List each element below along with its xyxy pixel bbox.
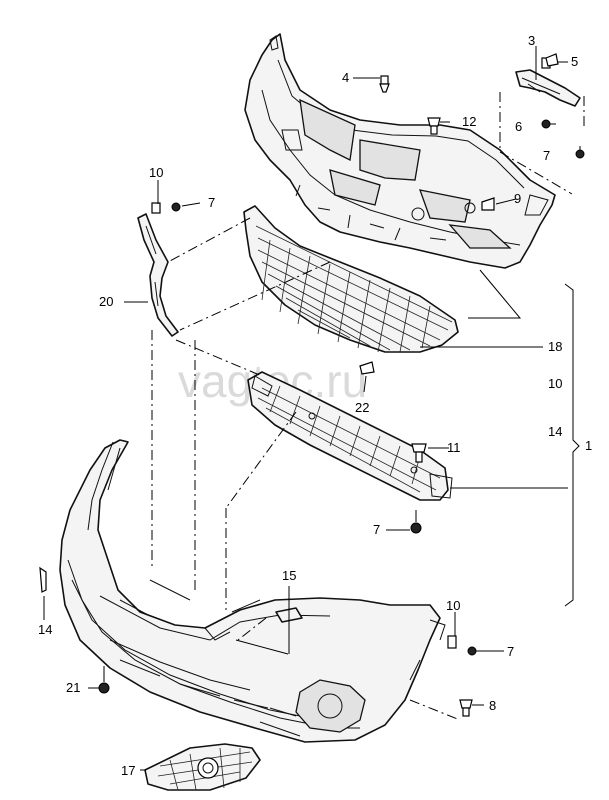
- bumper-carrier: [244, 33, 556, 269]
- label-21: 21: [66, 680, 80, 695]
- label-20: 20: [99, 294, 113, 309]
- guide-bracket-20: [137, 202, 179, 337]
- label-6: 6: [515, 119, 522, 134]
- label-7-guide: 7: [208, 195, 215, 210]
- label-12: 12: [462, 114, 476, 129]
- radiator-grille: [243, 205, 459, 353]
- fastener-12: [427, 117, 441, 135]
- assembly-lines: [151, 92, 585, 721]
- label-22: 22: [355, 400, 369, 415]
- label-7-side: 7: [507, 644, 514, 659]
- label-14-side: 14: [38, 622, 52, 637]
- screw-21: [98, 666, 110, 694]
- screw-7-top: [575, 146, 585, 159]
- screw-7-side: [467, 646, 477, 656]
- label-5: 5: [571, 54, 578, 69]
- clip-10-side: [447, 635, 457, 649]
- label-1: 1: [585, 438, 592, 453]
- screw-7-lower: [410, 510, 422, 534]
- label-3: 3: [528, 33, 535, 48]
- label-15: 15: [282, 568, 296, 583]
- label-8: 8: [489, 698, 496, 713]
- leader-lines: [43, 46, 568, 771]
- label-10-guide: 10: [149, 165, 163, 180]
- callout-labels: 3 5 4 12 6 7 10 7 9 20 18 10 22 14 1 11 …: [38, 33, 592, 778]
- screw-7-guide: [171, 202, 181, 212]
- clip-9: [481, 197, 495, 211]
- fastener-clip-4: [379, 75, 390, 93]
- group-bracket-1: [564, 283, 580, 607]
- screw-6: [541, 119, 556, 129]
- clip-14: [39, 566, 47, 593]
- clip-8: [459, 699, 473, 717]
- bracket-3: [515, 57, 581, 107]
- label-10-group: 10: [548, 376, 562, 391]
- label-7-top: 7: [543, 148, 550, 163]
- label-10-side: 10: [446, 598, 460, 613]
- label-7-lower: 7: [373, 522, 380, 537]
- label-14-group: 14: [548, 424, 562, 439]
- nut-5: [545, 53, 559, 67]
- lower-bracket: [247, 371, 453, 501]
- clip-11: [411, 443, 427, 463]
- label-9: 9: [514, 191, 521, 206]
- label-18: 18: [548, 339, 562, 354]
- bumper-cover: [59, 439, 446, 743]
- clip-22: [359, 361, 375, 375]
- label-17: 17: [121, 763, 135, 778]
- fog-light-grille: [144, 743, 261, 791]
- label-4: 4: [342, 70, 349, 85]
- label-11: 11: [447, 440, 461, 455]
